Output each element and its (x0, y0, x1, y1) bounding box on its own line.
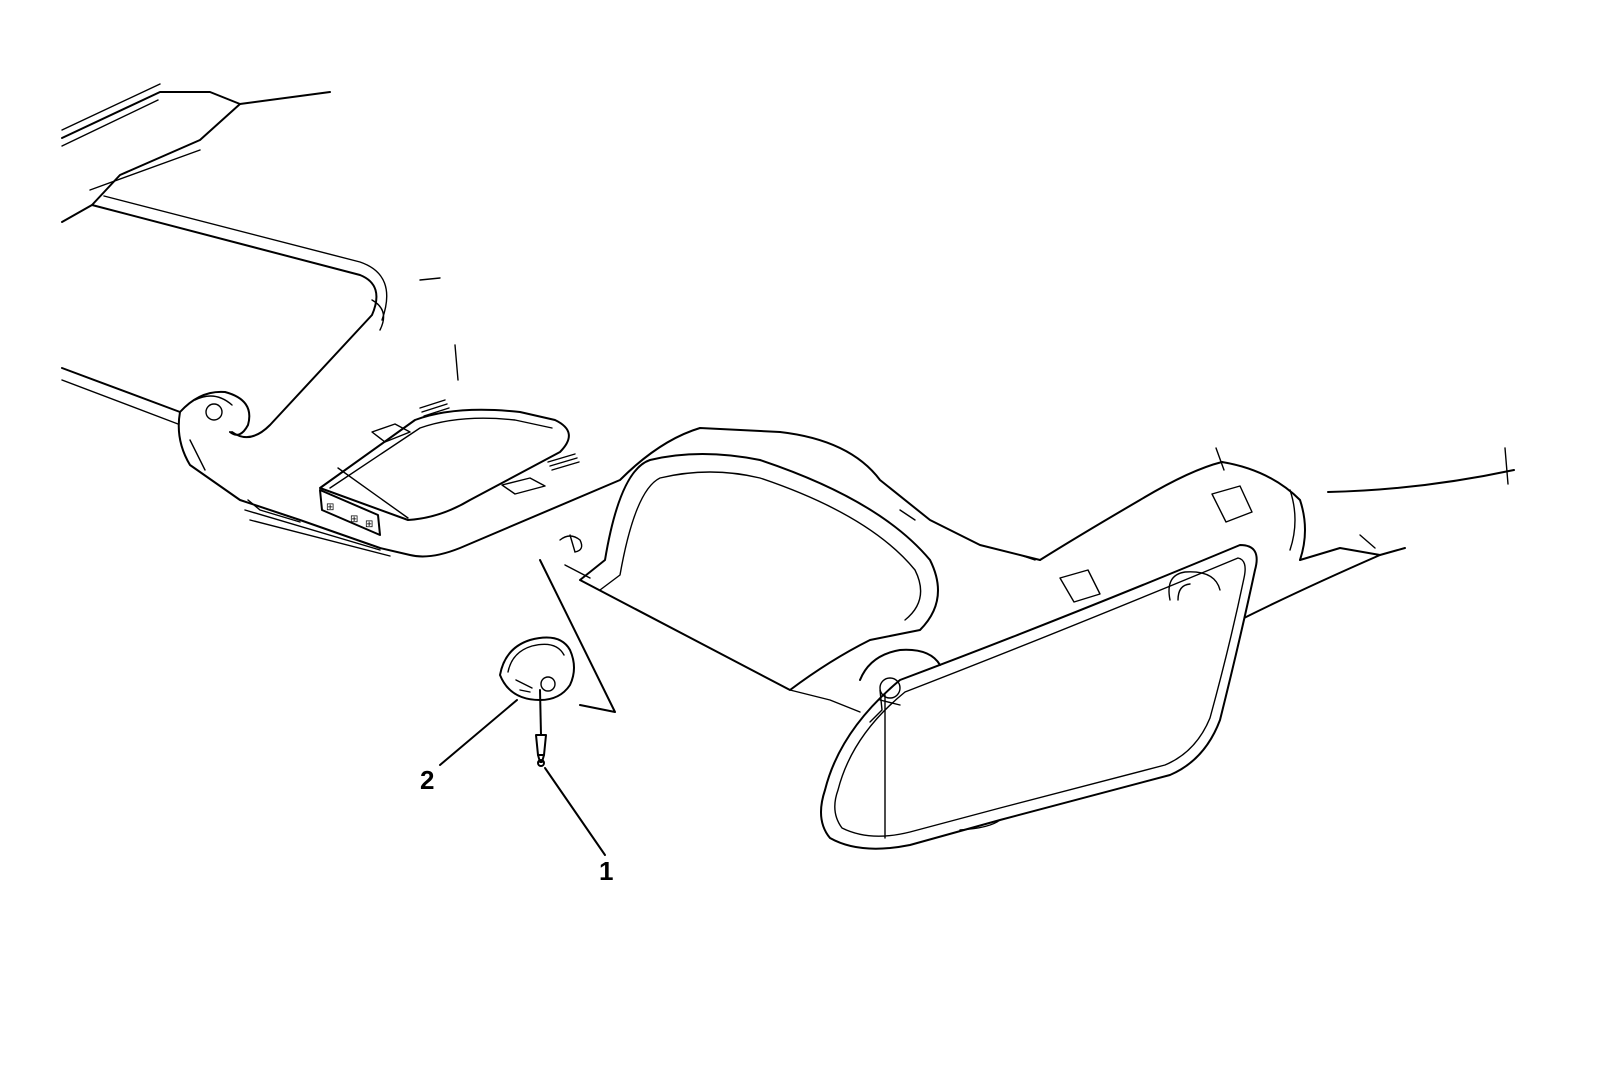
callout-2-label: 2 (420, 765, 434, 795)
visor-recess (539, 453, 939, 713)
screw (535, 689, 547, 767)
svg-text:⊞: ⊞ (326, 502, 334, 513)
overhead-console: ⊞ ⊞ ⊞ (319, 399, 580, 536)
headliner (61, 83, 1515, 621)
leader-lines (439, 699, 606, 856)
leader-line-2 (439, 699, 518, 766)
visor-pivot-cover (499, 636, 575, 701)
sun-visor (820, 544, 1258, 850)
leader-line-1 (544, 767, 606, 856)
callout-1-label: 1 (599, 856, 613, 886)
svg-text:⊞: ⊞ (365, 519, 373, 530)
svg-text:⊞: ⊞ (350, 514, 358, 525)
